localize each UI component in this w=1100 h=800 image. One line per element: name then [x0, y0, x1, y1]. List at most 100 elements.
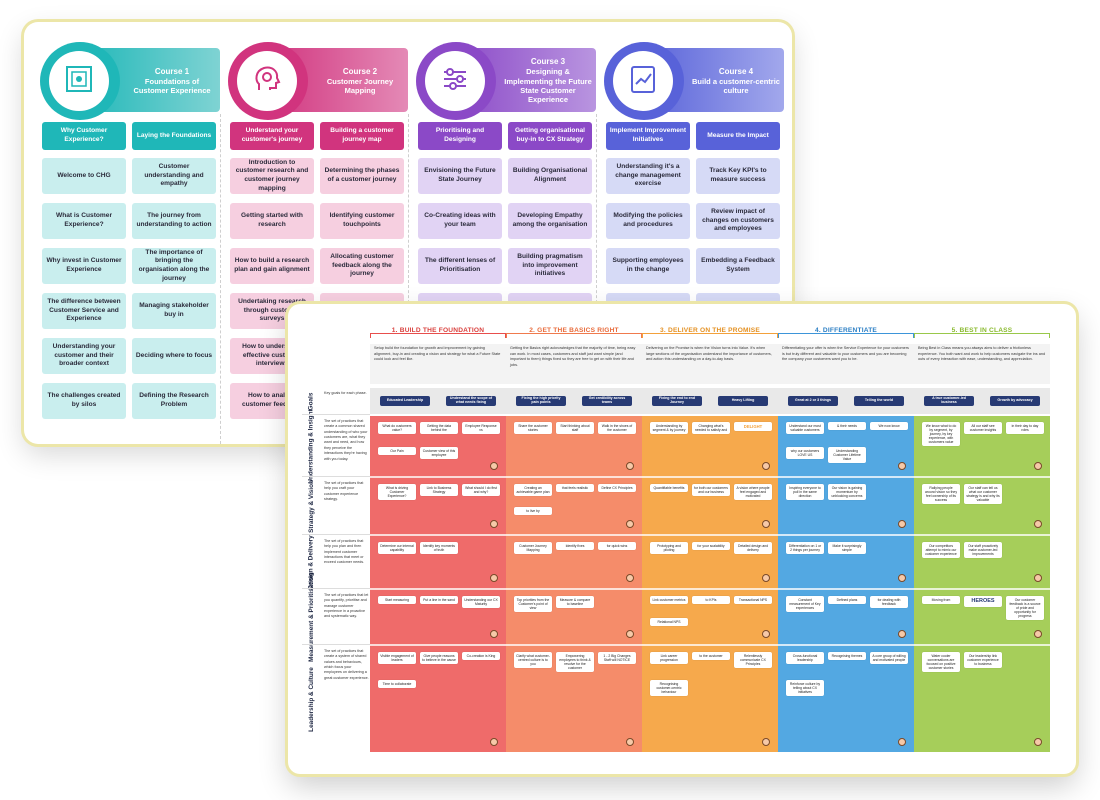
goal-chip[interactable]: Educated Leadership [380, 396, 430, 406]
goal-chip[interactable]: Growth by advocacy [990, 396, 1040, 406]
lesson-card[interactable]: Review impact of changes on customers an… [696, 203, 780, 239]
lesson-card[interactable]: Managing stakeholder buy in [132, 293, 216, 329]
lesson-card[interactable]: Understanding it's a change management e… [606, 158, 690, 194]
row-separator [302, 588, 370, 589]
course-number: Course 2 [342, 66, 378, 76]
lesson-card[interactable]: Getting started with research [230, 203, 314, 239]
lesson-card[interactable]: Track Key KPI's to measure success [696, 158, 780, 194]
lesson-card[interactable]: Introduction to customer research and cu… [230, 158, 314, 194]
lesson-card[interactable]: How to build a research plan and gain al… [230, 248, 314, 284]
lesson-card[interactable]: Identifying customer touchpoints [320, 203, 404, 239]
goal-chip[interactable]: Understand the scope of what needs fixin… [446, 396, 496, 406]
illustration-note: Constant measurement of Key experiences [786, 596, 824, 613]
illustration-note: Defined plans [828, 596, 866, 605]
illustration-note: to KPIs [692, 596, 730, 605]
lesson-card[interactable]: Undertaking research through customer su… [230, 293, 314, 329]
lesson-card[interactable]: Allocating customer feedback along the j… [320, 248, 404, 284]
lesson-card[interactable]: What is Customer Experience? [42, 203, 126, 239]
lesson-card[interactable]: The different lenses of Prioritisation [418, 248, 502, 284]
lesson-card[interactable]: Building Organisational Alignment [508, 158, 592, 194]
illustration-note: Transactional NPS [734, 596, 772, 605]
row-divider [506, 476, 642, 478]
course-number: Course 4 [718, 66, 754, 76]
illustration-note: Moving from [922, 596, 960, 605]
lesson-card[interactable]: Determining the phases of a customer jou… [320, 158, 404, 194]
row-description: The set of practices that help you plan … [324, 539, 365, 565]
row-separator [302, 476, 370, 477]
lesson-card[interactable]: Customer understanding and empathy [132, 158, 216, 194]
lesson-card[interactable]: The challenges created by silos [42, 383, 126, 419]
phase-column: What do customers value?Getting the data… [370, 416, 506, 752]
row-divider [914, 644, 1050, 646]
person-figure-icon [898, 630, 906, 638]
illustration-note: Reinforce culture by telling about CX in… [786, 680, 824, 697]
lesson-card[interactable]: Building pragmatism into improvement ini… [508, 248, 592, 284]
illustration-note: Detailed design and delivery [734, 542, 772, 555]
illustration-note: 1 - 2 Big Changes Staff will NOTICE [598, 652, 636, 665]
person-figure-icon [490, 520, 498, 528]
goal-chip[interactable]: Fixing the high priority pain points [516, 396, 566, 406]
illustration-note: Clarify what customer-centred culture is… [514, 652, 552, 669]
lesson-card[interactable]: Understanding your customer and their br… [42, 338, 126, 374]
row-divider [370, 588, 506, 590]
illustration-note: for dealing with feedback [870, 596, 908, 609]
goal-chip[interactable]: Heavy Lifting [718, 396, 768, 406]
person-figure-icon [1034, 574, 1042, 582]
module-header: Prioritising and Designing [418, 122, 502, 150]
person-figure-icon [762, 630, 770, 638]
course-badge [228, 42, 308, 120]
illustration-note: Our staff proactively make customer-led … [964, 542, 1002, 559]
illustration-note: Understanding by segment & by journey [650, 422, 688, 435]
person-figure-icon [490, 738, 498, 746]
lesson-card[interactable]: Embedding a Feedback System [696, 248, 780, 284]
course-divider [220, 114, 221, 444]
goal-chip[interactable]: Fixing the end to end Journey [652, 396, 702, 406]
lesson-card[interactable]: Why invest in Customer Experience [42, 248, 126, 284]
goal-chip[interactable]: Telling the world [854, 396, 904, 406]
row-separator [302, 414, 370, 415]
module-header: Building a customer journey map [320, 122, 404, 150]
goal-chip[interactable]: A true customer-led business [924, 396, 974, 406]
illustration-note: Visible engagement of leaders [378, 652, 416, 665]
goal-chip[interactable]: Great at 2 or 3 things [788, 396, 838, 406]
illustration-note: Make it surprisingly simple [828, 542, 866, 555]
illustration-note: Understanding our CX Maturity [462, 596, 500, 609]
illustration-note: why our customers LOVE US [786, 447, 824, 460]
row-description: Key goals for each phase. [324, 391, 367, 395]
row-divider [370, 644, 506, 646]
lesson-card[interactable]: Deciding where to focus [132, 338, 216, 374]
lesson-card[interactable]: Developing Empathy among the organisatio… [508, 203, 592, 239]
row-label-text: Leadership & Culture [307, 666, 315, 732]
lesson-card[interactable]: Supporting employees in the change [606, 248, 690, 284]
illustration-note: Define CX Principles [598, 484, 636, 493]
lesson-card[interactable]: The difference between Customer Service … [42, 293, 126, 329]
lesson-card[interactable]: Defining the Research Problem [132, 383, 216, 419]
illustration-note: Start measuring [378, 596, 416, 605]
row-divider [642, 476, 778, 478]
illustration-note: What do customers value? [378, 422, 416, 435]
illustration-note: Relational NPS [650, 618, 688, 627]
lesson-card[interactable]: Welcome to CHG [42, 158, 126, 194]
row-label-text: Understanding & Insight [307, 408, 315, 484]
illustration-note: A vision where people feel engaged and m… [734, 484, 772, 501]
lesson-card[interactable]: Envisioning the Future State Journey [418, 158, 502, 194]
lesson-card[interactable]: Modifying the policies and procedures [606, 203, 690, 239]
illustration-note: Share the customer stories [514, 422, 552, 435]
row-description: The set of practices that create a commo… [324, 419, 368, 461]
course-title: Build a customer-centric culture [692, 76, 780, 95]
illustration-note: Water cooler conversations are focused o… [922, 652, 960, 673]
goal-chip[interactable]: Get credibility across teams [582, 396, 632, 406]
lesson-card[interactable]: Co-Creating ideas with your team [418, 203, 502, 239]
illustration-note: Creating an achievable game plan [514, 484, 552, 497]
row-divider [506, 588, 642, 590]
lesson-card[interactable]: The journey from understanding to action [132, 203, 216, 239]
course-badge-inner [237, 51, 297, 111]
illustration-note: HEROES [964, 596, 1002, 607]
lesson-card[interactable]: The importance of bringing the organisat… [132, 248, 216, 284]
illustration-note: Recognising themes [828, 652, 866, 661]
